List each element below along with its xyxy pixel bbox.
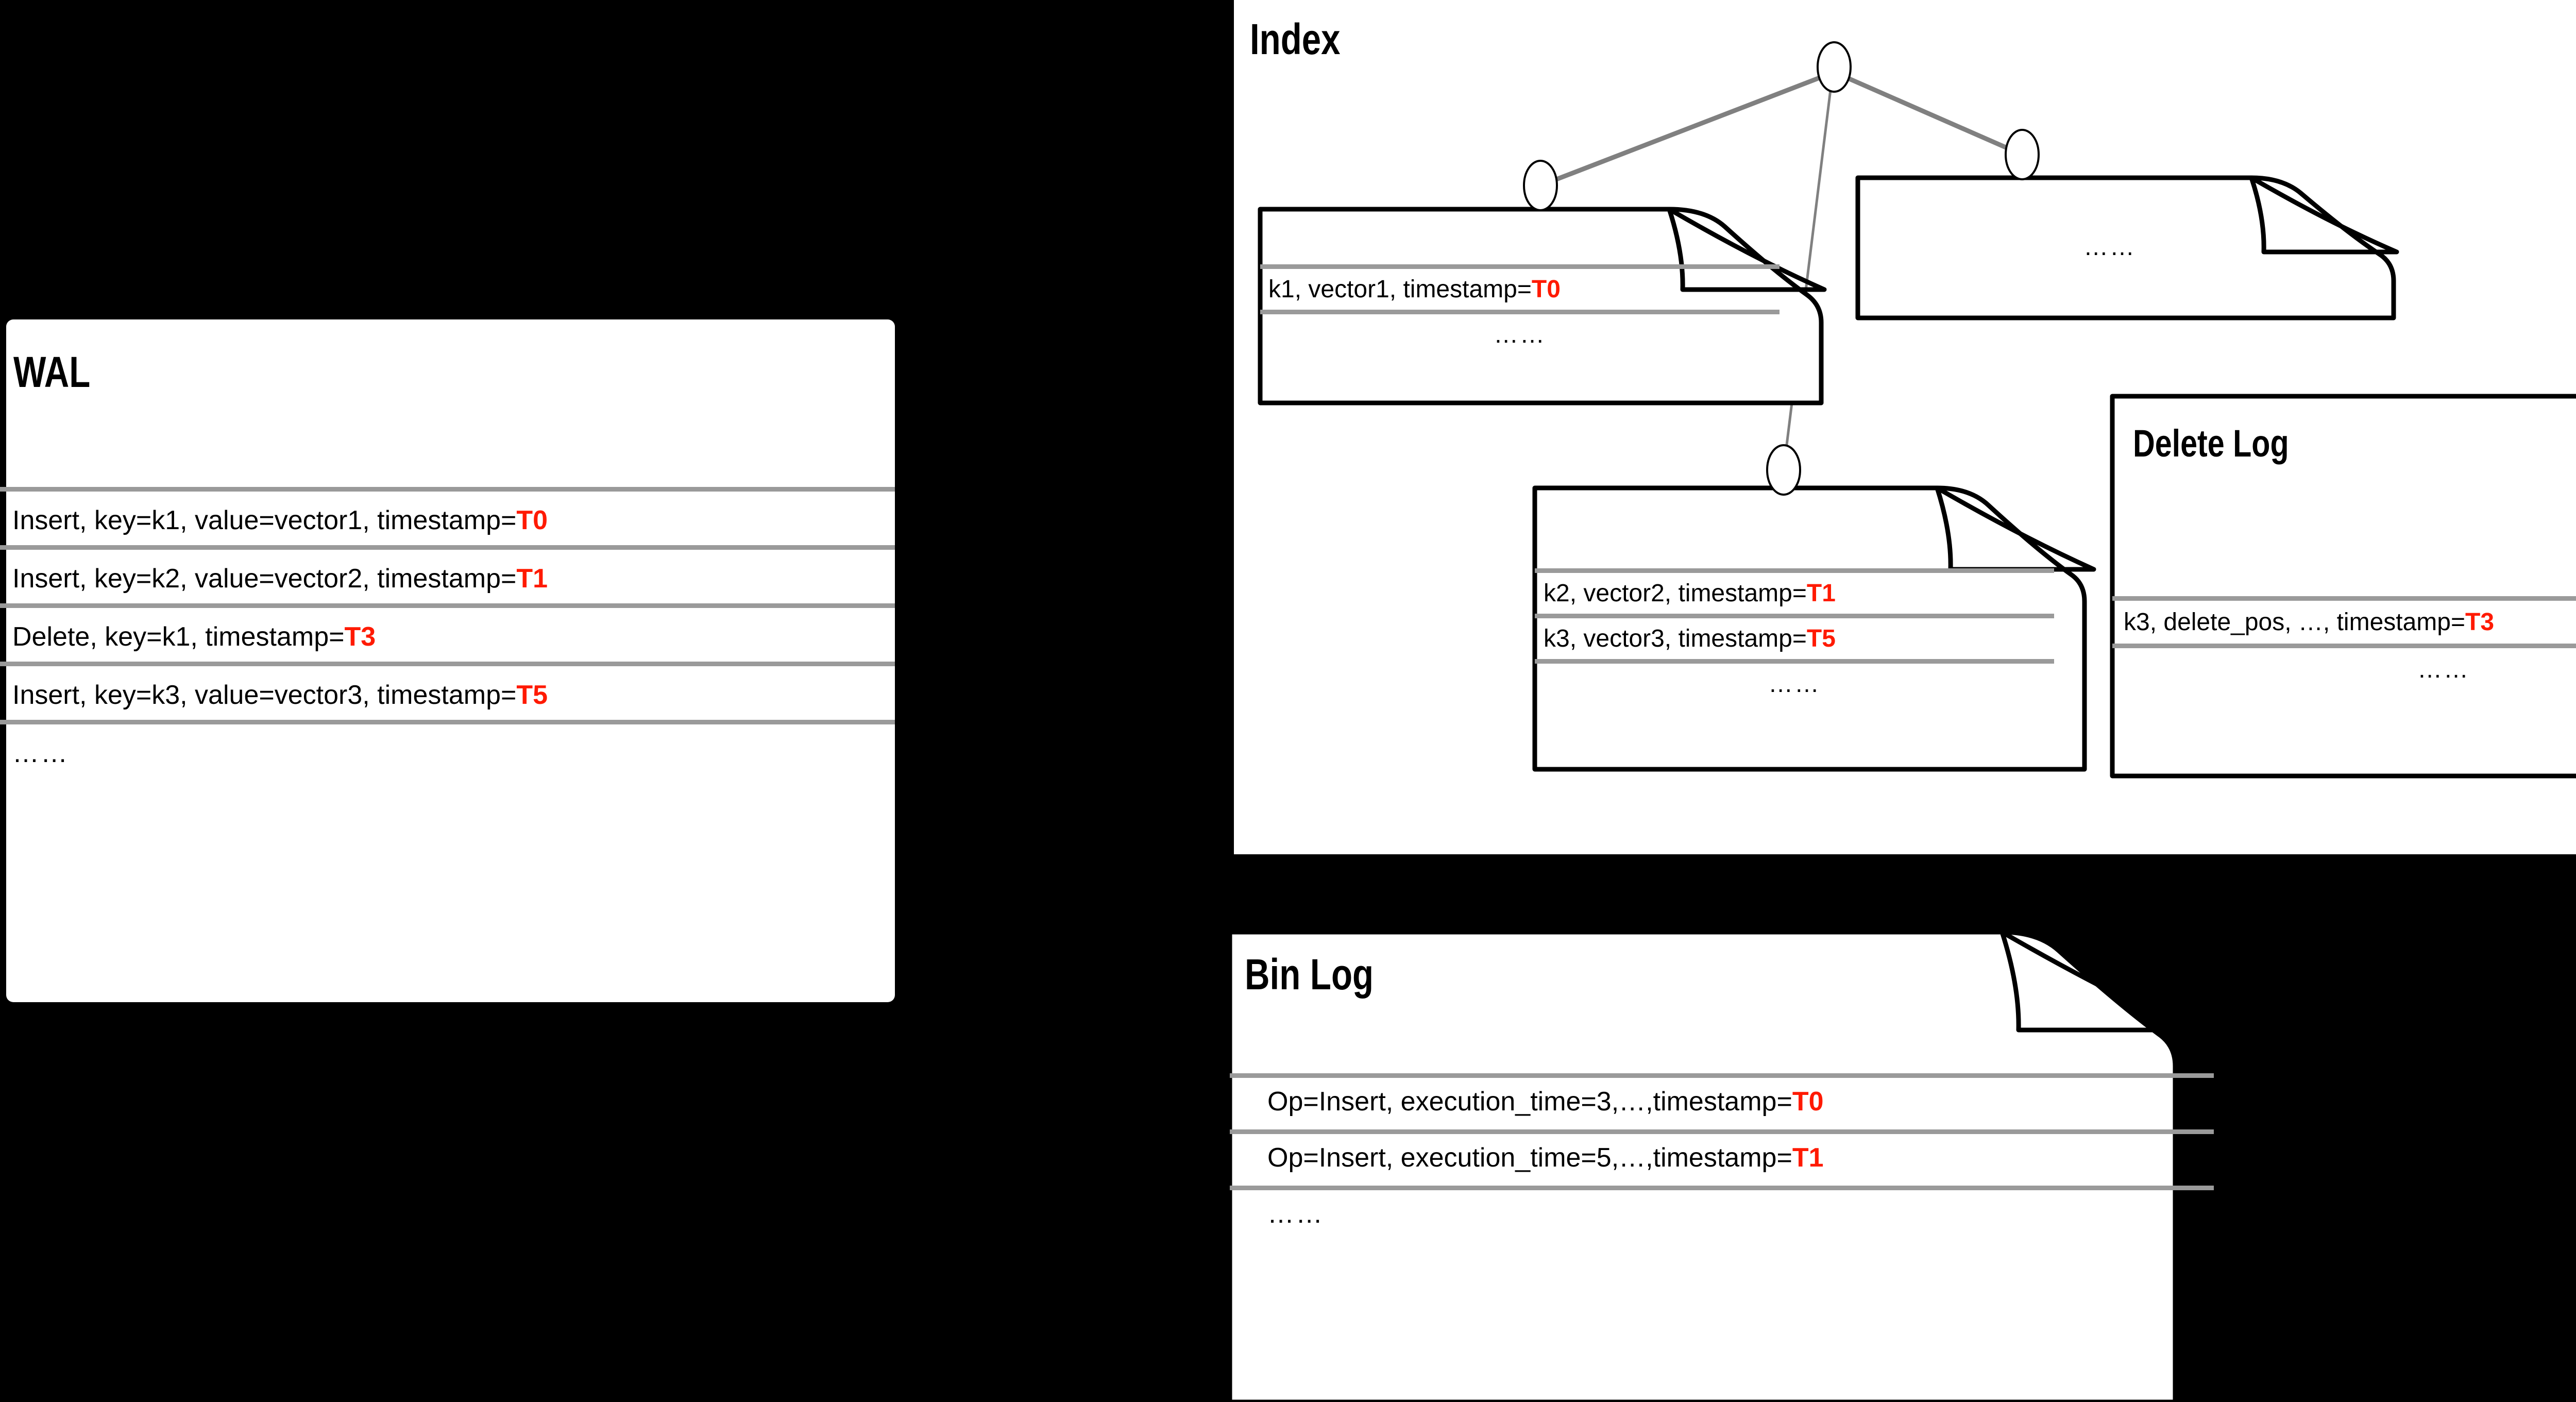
segment-k2-k3-row: k3, vector3, timestamp=T5: [1544, 618, 2054, 658]
segment-row-text: ……: [2083, 233, 2136, 261]
segment-k2-k3-row: k2, vector2, timestamp=T1: [1544, 573, 2054, 613]
wal-separator: [0, 545, 895, 550]
segment-row-text: ……: [1768, 670, 1821, 698]
segment-row-text: k3, vector3, timestamp=: [1544, 624, 1807, 652]
bin-log-row-text: Op=Insert, execution_time=5,…,timestamp=: [1267, 1143, 1792, 1173]
delete-log-row: ……: [2112, 648, 2576, 690]
delete-log-separator: [2112, 644, 2576, 648]
bin-log-separator: [1230, 1073, 2214, 1078]
delete-log-row: k3, delete_pos, …, timestamp=T3: [2124, 601, 2576, 643]
wal-separator: [0, 603, 895, 608]
wal-row-timestamp: T0: [516, 505, 548, 535]
wal-row-text: Insert, key=k2, value=vector2, timestamp…: [12, 564, 517, 594]
wal-row-timestamp: T5: [516, 680, 548, 710]
segment-k1-separator: [1260, 310, 1780, 314]
wal-row: Insert, key=k2, value=vector2, timestamp…: [12, 554, 888, 603]
bin-log-row-timestamp: T1: [1792, 1143, 1824, 1173]
wal-row-text: Insert, key=k1, value=vector1, timestamp…: [12, 505, 517, 535]
segment-k2-k3-separator: [1535, 659, 2054, 664]
delete-log-row-timestamp: T3: [2465, 608, 2495, 636]
segment-k2-k3-separator: [1535, 568, 2054, 573]
segment-k2-k3-row: ……: [1535, 664, 2054, 704]
segment-k1-row: ……: [1260, 314, 1780, 354]
segment-k1-separator: [1260, 264, 1780, 269]
delete-log-separator: [2112, 596, 2576, 601]
index-title: Index: [1250, 15, 1341, 63]
wal-separator: [0, 662, 895, 666]
segment-k2-k3-separator: [1535, 614, 2054, 618]
wal-separator: [0, 487, 895, 492]
delete-log-row-text: ……: [2417, 655, 2470, 683]
bin-log-row-timestamp: T0: [1792, 1087, 1824, 1117]
wal-title: WAL: [13, 348, 91, 396]
delete-log-row-text: k3, delete_pos, …, timestamp=: [2124, 608, 2465, 636]
wal-row-timestamp: T3: [344, 622, 376, 652]
bin-log-row: Op=Insert, execution_time=3,…,timestamp=…: [1267, 1078, 2210, 1125]
bin-log-separator: [1230, 1129, 2214, 1134]
bin-log-separator: [1230, 1186, 2214, 1190]
delete-log-title: Delete Log: [2133, 422, 2289, 465]
bin-log-row-text: Op=Insert, execution_time=3,…,timestamp=: [1267, 1087, 1792, 1117]
wal-row: Insert, key=k1, value=vector1, timestamp…: [12, 496, 888, 545]
segment-ellipsis-row: ……: [1858, 227, 2362, 267]
segment-k1-row: k1, vector1, timestamp=T0: [1268, 269, 1784, 309]
wal-row-text: Insert, key=k3, value=vector3, timestamp…: [12, 680, 517, 710]
wal-separator: [0, 720, 895, 724]
bin-log-row: ……: [1267, 1190, 2210, 1238]
segment-row-timestamp: T5: [1806, 624, 1836, 652]
wal-row-text: ……: [12, 738, 70, 768]
segment-row-timestamp: T0: [1531, 275, 1561, 303]
wal-row-timestamp: T1: [516, 564, 548, 594]
segment-row-timestamp: T1: [1806, 579, 1836, 607]
wal-row-text: Delete, key=k1, timestamp=: [12, 622, 345, 652]
segment-row-text: k1, vector1, timestamp=: [1268, 275, 1532, 303]
wal-row: ……: [12, 729, 888, 778]
bin-log-title: Bin Log: [1245, 950, 1374, 999]
wal-row: Delete, key=k1, timestamp=T3: [12, 612, 888, 662]
segment-row-text: k2, vector2, timestamp=: [1544, 579, 1807, 607]
bin-log-row: Op=Insert, execution_time=5,…,timestamp=…: [1267, 1134, 2210, 1181]
wal-row: Insert, key=k3, value=vector3, timestamp…: [12, 670, 888, 720]
wal-panel: [6, 319, 895, 1002]
segment-row-text: ……: [1494, 320, 1546, 348]
bin-log-row-text: ……: [1267, 1199, 1325, 1229]
